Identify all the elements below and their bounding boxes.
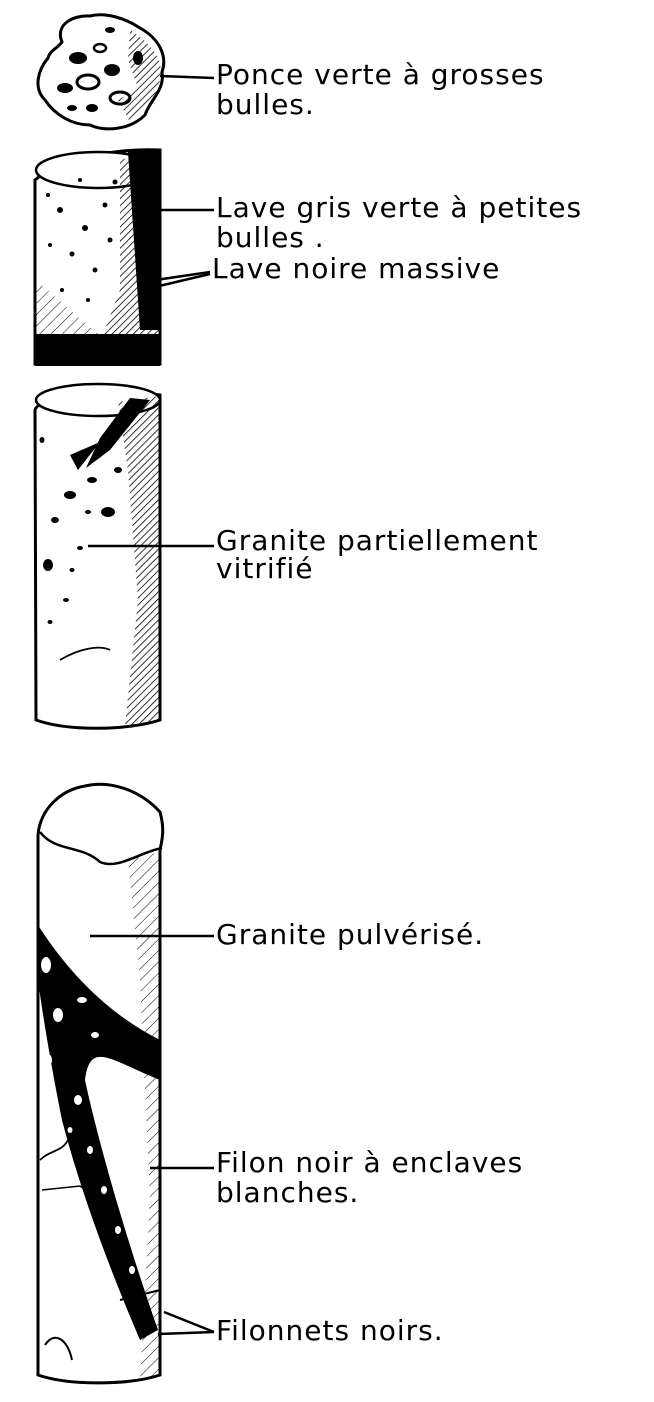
label-granite-vitrifie-line1: Granite partiellement [216,528,538,554]
vitrified-granite-sample [35,384,160,728]
label-ponce-line1: Ponce verte à grosses [216,62,545,88]
label-lave-noire: Lave noire massive [212,256,500,282]
pumice-sample [38,15,164,129]
label-filon-line2: blanches. [216,1180,359,1206]
label-granite-vitrifie-line2: vitrifié [216,556,313,582]
leader-ponce [160,76,214,78]
lava-core-sample [35,150,160,366]
label-filon-line1: Filon noir à enclaves [216,1150,523,1176]
label-granite-pulverise: Granite pulvérisé. [216,922,484,948]
label-filonnets: Filonnets noirs. [216,1318,444,1344]
pulverised-granite-sample [38,784,163,1383]
label-lave-grise-line2: bulles . [216,225,325,251]
label-lave-grise-line1: Lave gris verte à petites [216,195,582,221]
label-ponce-line2: bulles. [216,92,315,118]
leader-filonnets-2 [164,1312,214,1332]
leader-filonnets-1 [158,1332,214,1334]
